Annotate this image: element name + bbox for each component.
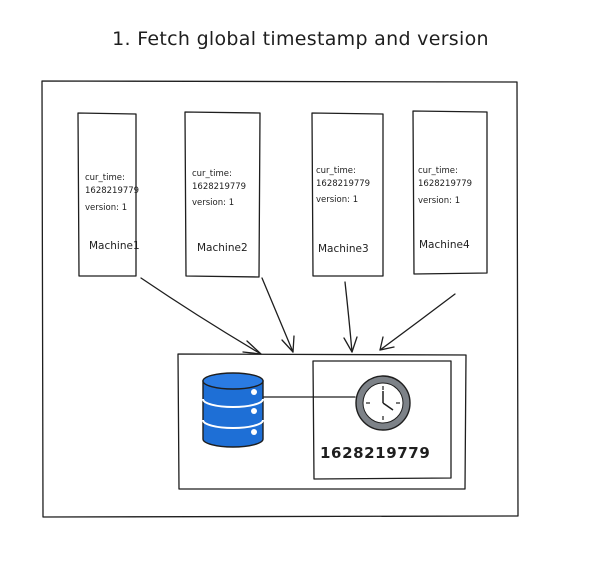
machine-name: Machine4 (419, 239, 470, 251)
arrow (379, 293, 456, 351)
machine-box: cur_time: 1628219779 version: 1 Machine2 (184, 111, 261, 278)
global-timestamp: 1628219779 (320, 444, 430, 462)
machine-name: Machine3 (318, 243, 369, 255)
diagram-title: 1. Fetch global timestamp and version (112, 28, 489, 50)
machine-timestamp: 1628219779 (192, 182, 246, 192)
machine-box: cur_time: 1628219779 version: 1 Machine1 (77, 112, 140, 277)
machine-box: cur_time: 1628219779 version: 1 Machine3 (311, 112, 384, 277)
machine-label-cur-time: cur_time: (316, 166, 356, 176)
outer-frame (41, 80, 519, 518)
arrow (343, 281, 358, 353)
machine-version: version: 1 (418, 196, 460, 206)
timestamp-service-box (177, 353, 467, 490)
arrow (261, 277, 295, 353)
timestamp-server-box (312, 360, 452, 480)
machine-timestamp: 1628219779 (85, 186, 139, 196)
machine-name: Machine1 (89, 240, 140, 252)
machine-box: cur_time: 1628219779 version: 1 Machine4 (412, 110, 488, 275)
clock-icon (355, 375, 411, 431)
machine-timestamp: 1628219779 (418, 179, 472, 189)
machine-label-cur-time: cur_time: (418, 166, 458, 176)
machine-name: Machine2 (197, 242, 248, 254)
machine-label-cur-time: cur_time: (85, 173, 125, 183)
machine-version: version: 1 (316, 195, 358, 205)
machine-version: version: 1 (85, 203, 127, 213)
machine-label-cur-time: cur_time: (192, 169, 232, 179)
arrow (140, 277, 262, 355)
machine-version: version: 1 (192, 198, 234, 208)
machine-timestamp: 1628219779 (316, 179, 370, 189)
database-icon (202, 372, 264, 448)
